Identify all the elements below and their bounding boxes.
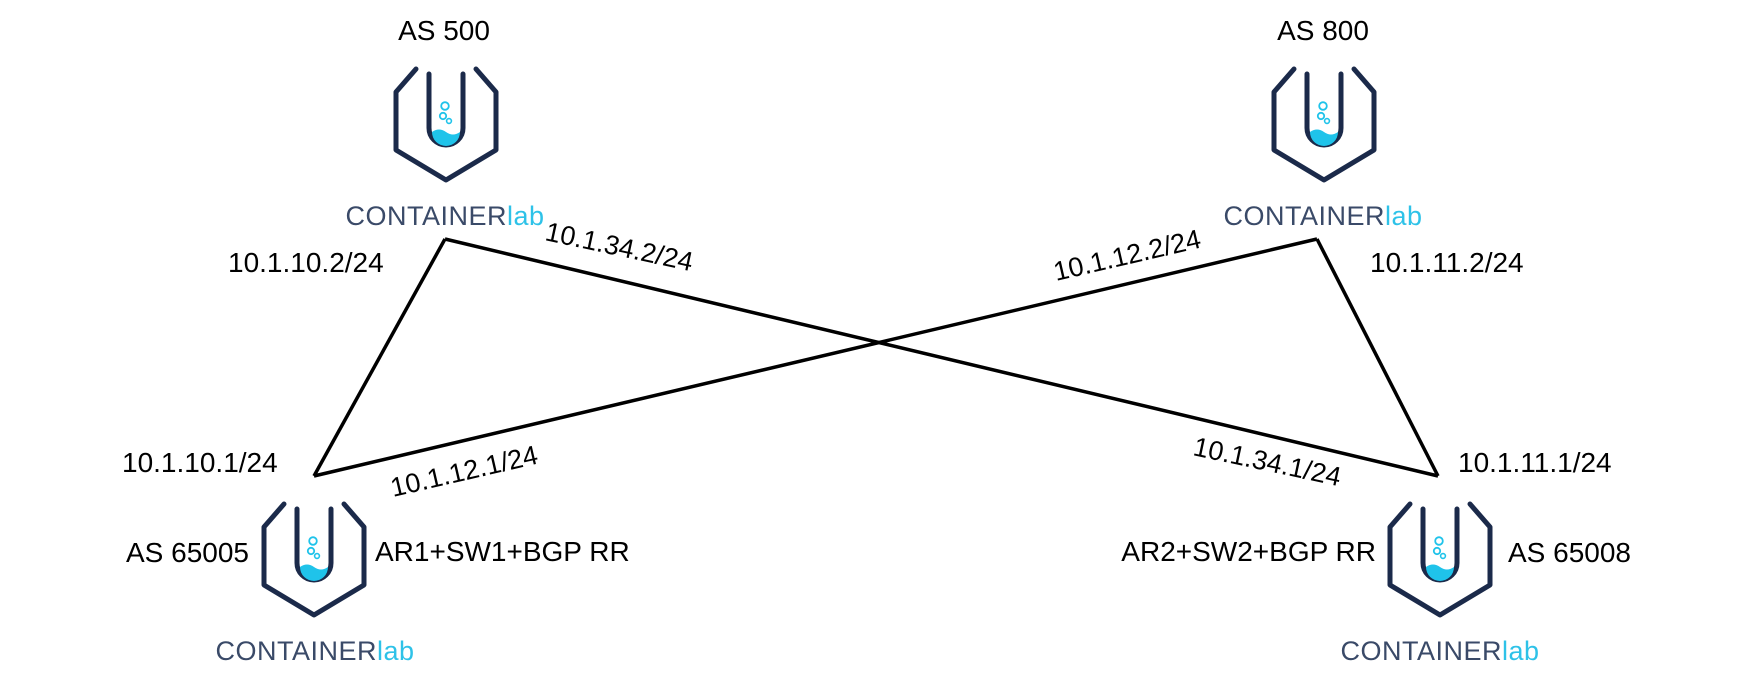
containerlab-flask-icon [1274,69,1374,180]
node-as800: AS 800 CONTAINERlab [1223,15,1422,231]
containerlab-logo-text: CONTAINERlab [345,201,544,231]
link-as500-as65008 [444,237,1439,478]
link-as800-as65005 [313,237,1318,478]
containerlab-logo-text: CONTAINERlab [1340,636,1539,666]
ip-label-10-1-11-1: 10.1.11.1/24 [1458,447,1612,478]
brand-main: CONTAINER [1223,201,1385,231]
ip-label-10-1-10-1: 10.1.10.1/24 [122,447,278,478]
as-label: AS 65005 [126,537,249,568]
role-label: AR1+SW1+BGP RR [375,536,630,567]
node-as65005: AS 65005 AR1+SW1+BGP RR CONTAINERlab [126,504,630,666]
role-label: AR2+SW2+BGP RR [1121,536,1376,567]
as-label: AS 65008 [1508,537,1631,568]
containerlab-flask-icon [396,69,496,180]
brand-main: CONTAINER [215,636,377,666]
node-as65008: AR2+SW2+BGP RR AS 65008 CONTAINERlab [1121,504,1631,666]
as-label: AS 500 [398,15,490,46]
ip-label-10-1-12-2: 10.1.12.2/24 [1051,224,1204,287]
containerlab-logo-text: CONTAINERlab [1223,201,1422,231]
ip-label-10-1-10-2: 10.1.10.2/24 [228,247,384,278]
brand-main: CONTAINER [345,201,507,231]
containerlab-flask-icon [264,504,364,615]
ip-label-10-1-11-2: 10.1.11.2/24 [1370,247,1524,278]
containerlab-logo-text: CONTAINERlab [215,636,414,666]
brand-accent: lab [1385,201,1423,231]
brand-main: CONTAINER [1340,636,1502,666]
brand-accent: lab [507,201,545,231]
brand-accent: lab [1502,636,1540,666]
node-as500: AS 500 CONTAINERlab [345,15,544,231]
ip-label-10-1-12-1: 10.1.12.1/24 [388,440,541,503]
brand-accent: lab [377,636,415,666]
link-as800-as65008 [1315,238,1440,477]
ip-label-10-1-34-1: 10.1.34.1/24 [1191,432,1344,493]
containerlab-flask-icon [1390,504,1490,615]
link-as500-as65005 [312,238,447,477]
as-label: AS 800 [1277,15,1369,46]
